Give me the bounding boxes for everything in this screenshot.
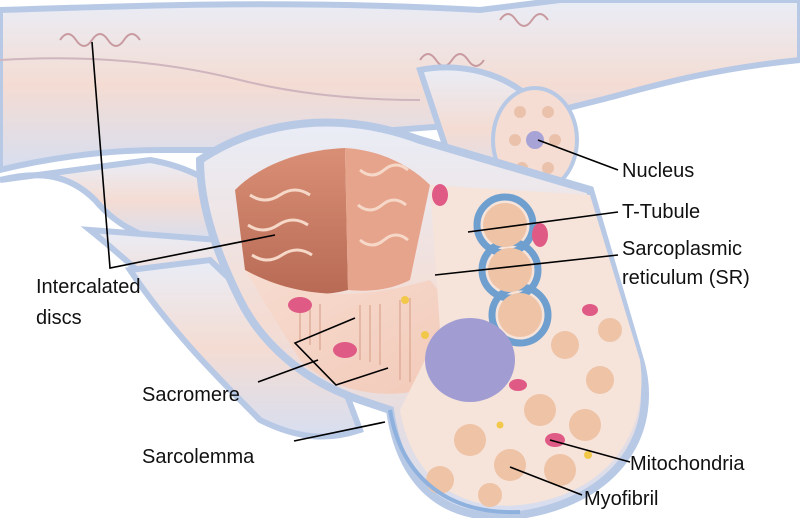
label-myofibril: Myofibril bbox=[584, 488, 659, 510]
label-sr-line1: Sarcoplasmic bbox=[622, 238, 743, 260]
leader-lines bbox=[91, 41, 631, 496]
label-mitochondria: Mitochondria bbox=[630, 453, 745, 475]
mitochondria-shapes bbox=[288, 184, 598, 447]
label-sacromere: Sacromere bbox=[142, 384, 240, 406]
label-nucleus: Nucleus bbox=[622, 160, 695, 182]
main-fiber bbox=[195, 118, 649, 518]
leader-sarcolemma bbox=[293, 421, 386, 442]
label-intercalated-line2: discs bbox=[36, 307, 82, 329]
label-intercalated-line1: Intercalated bbox=[36, 276, 141, 298]
leader-sacromere bbox=[257, 359, 319, 383]
leader-nucleus bbox=[537, 139, 619, 171]
label-t-tubule: T-Tubule bbox=[622, 201, 701, 223]
label-sarcolemma: Sarcolemma bbox=[142, 446, 255, 468]
label-sr-line2: reticulum (SR) bbox=[622, 267, 750, 289]
myofibrils bbox=[426, 318, 622, 507]
background-fibers bbox=[0, 0, 800, 440]
small-nucleus bbox=[526, 131, 544, 149]
leader-myofibril bbox=[509, 466, 583, 496]
leader-mitochondria bbox=[549, 439, 631, 463]
leader-t-tubule bbox=[467, 211, 619, 233]
leader-sr bbox=[434, 254, 619, 276]
leader-intercalated bbox=[91, 41, 276, 269]
bracket-sacromere bbox=[293, 317, 389, 386]
nucleus-shape bbox=[425, 318, 515, 402]
